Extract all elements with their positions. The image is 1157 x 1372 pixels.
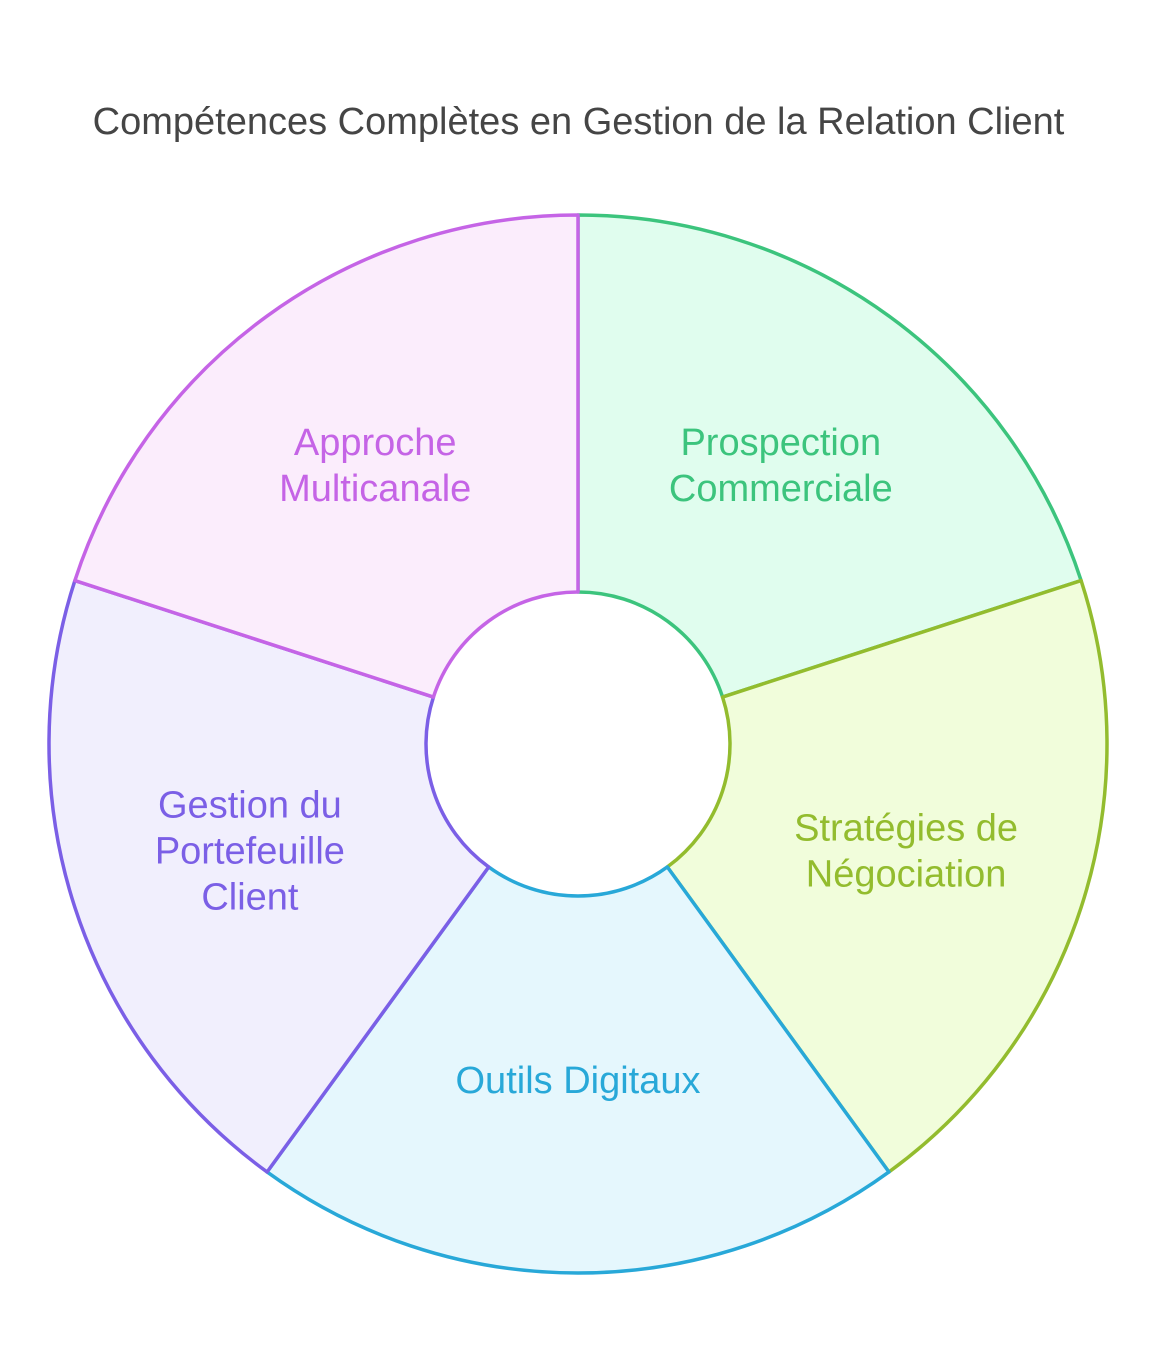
segment-digital [265, 865, 891, 1275]
segment-portefeuille [47, 578, 491, 1174]
segment-prospection [576, 213, 1083, 699]
segment-label-line: Client [201, 877, 299, 919]
diagram-title: Compétences Complètes en Gestion de la R… [92, 101, 1065, 143]
segment-label-line: Stratégies de [794, 808, 1018, 850]
segment-label-digital: Outils Digitaux [456, 1060, 701, 1102]
segment-label-line: Approche [294, 422, 457, 464]
segment-multicanale [73, 213, 580, 699]
segment-label-line: Multicanale [279, 468, 471, 510]
segment-label-line: Commerciale [669, 468, 893, 510]
segment-label-line: Prospection [680, 422, 881, 464]
segment-label-line: Outils Digitaux [456, 1060, 701, 1102]
segment-label-line: Portefeuille [155, 831, 345, 873]
segment-negociation [665, 578, 1109, 1174]
segment-label-line: Négociation [806, 854, 1007, 896]
segment-label-line: Gestion du [158, 785, 342, 827]
